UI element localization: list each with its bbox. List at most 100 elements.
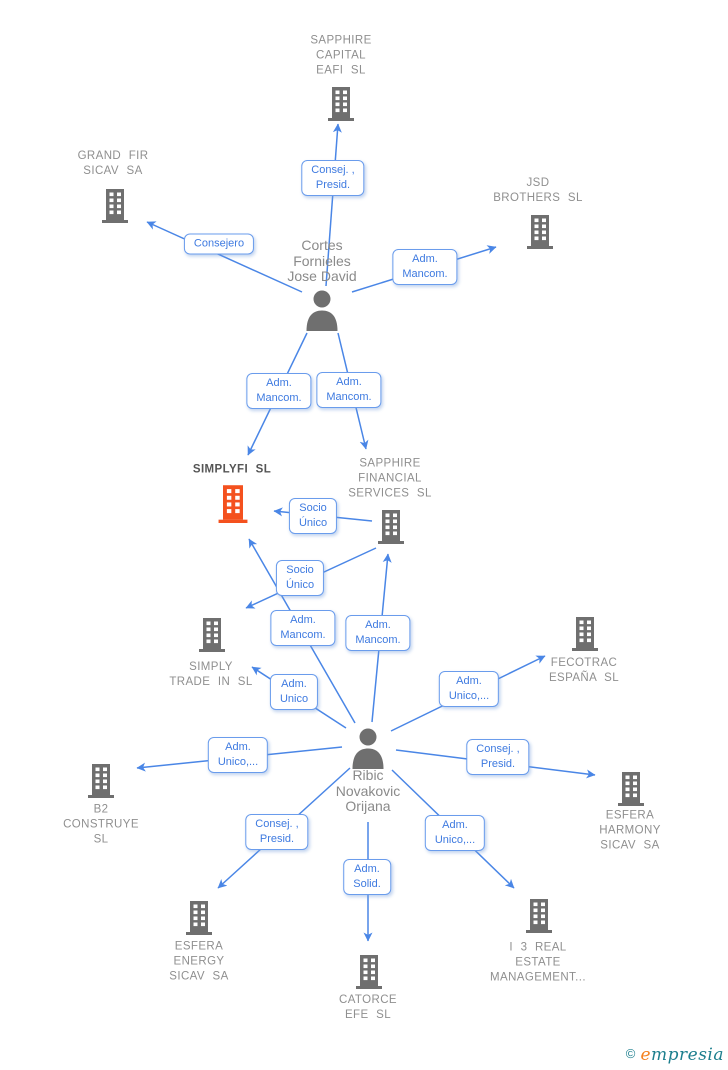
- edge-role-label: Adm. Unico,...: [438, 671, 500, 707]
- edge-role-line: Socio: [299, 502, 327, 514]
- edge-role-line: Presid.: [480, 758, 516, 770]
- node-label-line: MANAGEMENT...: [490, 971, 586, 984]
- person-icon-ribic-novakovic-orijana[interactable]: [352, 728, 384, 770]
- edge-role-line: Adm.: [354, 863, 380, 875]
- edge-role-line: Unico: [279, 693, 309, 705]
- edge-role-line: Adm.: [442, 819, 468, 831]
- node-label-line: CAPITAL: [316, 49, 366, 62]
- node-label-line: EAFI SL: [316, 64, 366, 77]
- node-label-i-3-real-estate-management[interactable]: I 3 REAL ESTATE MANAGEMENT...: [490, 941, 586, 986]
- edge-role-line: Adm.: [225, 741, 251, 753]
- building-icon-grand-fir-sicav-sa[interactable]: [102, 189, 128, 223]
- node-label-line: SICAV SA: [169, 970, 229, 983]
- edge-role-label: Adm.Unico: [269, 674, 319, 710]
- edge-role-line: Unico,...: [217, 756, 259, 768]
- node-label-line: SAPPHIRE: [310, 34, 372, 47]
- edge-role-line: Mancom.: [355, 634, 401, 646]
- node-label-line: ESTATE: [515, 956, 561, 969]
- building-icon-simply-trade-in-sl[interactable]: [199, 618, 225, 652]
- edge-role-line: Presid.: [259, 833, 295, 845]
- edge-role-line: Consej. ,: [476, 743, 520, 755]
- edge-role-label: Consej. , Presid.: [245, 814, 309, 850]
- edge-role-label: Adm. Unico,...: [207, 737, 269, 773]
- edge-role-line: Adm.: [266, 377, 292, 389]
- edge-role-line: Mancom.: [326, 391, 372, 403]
- node-label-line: SL: [93, 833, 109, 846]
- building-icon-esfera-energy-sicav-sa[interactable]: [186, 901, 212, 935]
- node-label-simplyfi-sl[interactable]: SIMPLYFI SL: [193, 463, 271, 478]
- edge-role-line: Consejero: [193, 237, 245, 250]
- edge-role-line: Adm.: [365, 619, 391, 631]
- edge-role-line: Presid.: [315, 179, 351, 191]
- brand-rest-letters: mpresia: [651, 1045, 724, 1065]
- building-icon-simplyfi-sl[interactable]: [218, 485, 248, 523]
- node-label-line: JSD: [526, 177, 550, 189]
- node-label-line: FECOTRAC: [550, 657, 618, 669]
- edge-role-label: Adm. Mancom.: [345, 615, 411, 651]
- brand-text: empresia: [640, 1045, 724, 1065]
- node-label-line: Fornieles: [293, 252, 351, 269]
- edge-role-label: Consej. ,Presid.: [301, 160, 365, 196]
- node-label-jsd-brothers-sl[interactable]: JSD BROTHERS SL: [493, 176, 583, 206]
- edge-role-label: Adm.Mancom.: [316, 372, 382, 408]
- node-label-line: I 3 REAL: [509, 941, 567, 954]
- edge-role-line: Solid.: [353, 878, 381, 890]
- node-label-line: BROTHERS SL: [493, 192, 583, 204]
- person-icon-cortes-fornieles-jose-david[interactable]: [306, 290, 338, 332]
- node-label-line: Novakovic: [335, 782, 401, 799]
- empresia-logo[interactable]: © empresia: [626, 1045, 724, 1065]
- node-label-line: SIMPLY: [189, 661, 233, 673]
- building-icon-b2-construye-sl[interactable]: [88, 764, 114, 798]
- node-label-line: ENERGY: [173, 955, 225, 968]
- edge-role-label: Consej. , Presid.: [466, 739, 530, 775]
- edge-role-label: Consejero: [183, 233, 255, 255]
- edge-role-line: Mancom.: [402, 268, 448, 280]
- building-icon-sapphire-capital-eafi-sl[interactable]: [328, 87, 354, 121]
- edge-role-label: Adm. Mancom.: [246, 373, 312, 409]
- building-icon-catorce-efe-sl[interactable]: [356, 955, 382, 989]
- building-icon-i-3-real-estate-management[interactable]: [526, 899, 552, 933]
- node-label-line: SERVICES SL: [348, 487, 432, 500]
- building-icon-sapphire-financial-services-sl[interactable]: [378, 510, 404, 544]
- building-icon-esfera-harmony-sicav-sa[interactable]: [618, 772, 644, 806]
- brand-accent-letter: e: [640, 1045, 651, 1065]
- node-label-line: CONSTRUYE: [63, 818, 139, 831]
- node-label-line: Cortes: [301, 236, 343, 253]
- edge-role-line: Socio: [286, 564, 314, 576]
- node-label-line: SICAV SA: [83, 165, 143, 177]
- building-icon-jsd-brothers-sl[interactable]: [527, 215, 553, 249]
- node-label-line: Ribic: [352, 766, 384, 783]
- node-label-line: SAPPHIRE: [359, 457, 421, 470]
- node-label-line: GRAND FIR: [77, 150, 149, 162]
- copyright-icon: ©: [625, 1046, 636, 1061]
- edge-role-line: Adm.: [456, 675, 482, 687]
- node-label-line: SICAV SA: [600, 839, 660, 852]
- node-label-grand-fir-sicav-sa[interactable]: GRAND FIR SICAV SA: [78, 149, 149, 179]
- building-icon-fecotrac-espana-sl[interactable]: [572, 617, 598, 651]
- node-label-line: ESFERA: [174, 940, 224, 953]
- node-label-line: Jose David: [287, 267, 357, 284]
- edge-role-line: Consej. ,: [255, 818, 299, 830]
- node-label-line: ESFERA: [605, 809, 655, 822]
- edge-role-line: Mancom.: [280, 629, 326, 641]
- relationship-edge-cortes-fornieles-jose-david-to-sapphire-capital-eafi-sl: [325, 123, 342, 287]
- node-label-esfera-energy-sicav-sa[interactable]: ESFERA ENERGY SICAV SA: [169, 940, 228, 985]
- edge-role-label: Adm.Mancom.: [392, 249, 458, 285]
- edge-role-label: Adm.Unico,...: [424, 815, 486, 851]
- edge-role-line: Unico,...: [448, 690, 490, 702]
- edge-role-label: Adm. Mancom.: [270, 610, 336, 646]
- edge-role-line: Mancom.: [256, 392, 302, 404]
- edge-role-line: Adm.: [290, 614, 316, 626]
- node-label-sapphire-capital-eafi-sl[interactable]: SAPPHIRE CAPITAL EAFI SL: [310, 34, 371, 79]
